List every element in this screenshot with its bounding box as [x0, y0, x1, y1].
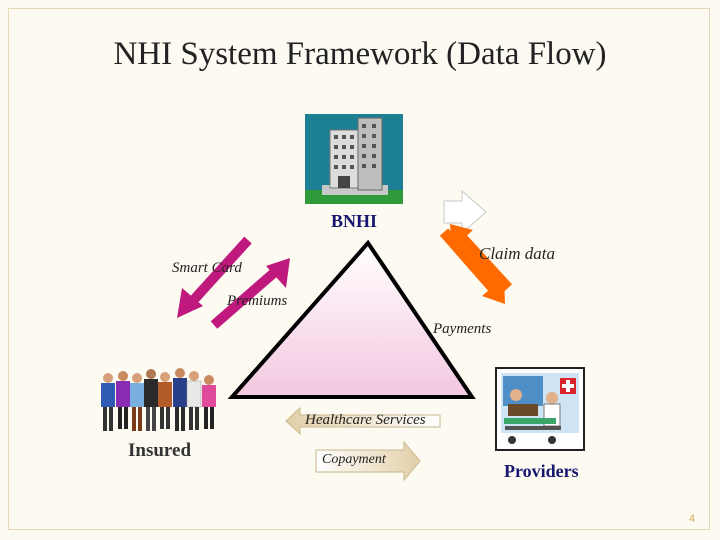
- premiums-label: Premiums: [227, 293, 288, 309]
- copayment-label: Copayment: [322, 452, 386, 467]
- copayment-arrow: [315, 440, 421, 482]
- white-arrow: [443, 189, 487, 235]
- payments-label: Payments: [433, 321, 492, 337]
- slide-title: NHI System Framework (Data Flow): [113, 36, 607, 72]
- office-building-icon: [305, 114, 403, 204]
- healthcare-services-arrow: [285, 406, 441, 436]
- smart-card-label: Smart Card: [172, 260, 242, 276]
- slide-frame: [8, 8, 710, 530]
- claim-data-label: Claim data: [479, 244, 556, 263]
- healthcare-services-label: Healthcare Services: [305, 412, 426, 428]
- people-group-icon: [101, 368, 216, 431]
- smart-card-arrow: [177, 236, 252, 318]
- page-number: 4: [689, 513, 696, 525]
- premiums-arrow: [210, 258, 290, 329]
- flow-triangle: [227, 239, 476, 399]
- insured-label: Insured: [128, 440, 192, 461]
- claim-data-arrow: [450, 224, 513, 292]
- providers-label: Providers: [504, 461, 579, 481]
- bnhi-label: BNHI: [331, 211, 378, 231]
- ambulance-stretcher-icon: [495, 367, 585, 451]
